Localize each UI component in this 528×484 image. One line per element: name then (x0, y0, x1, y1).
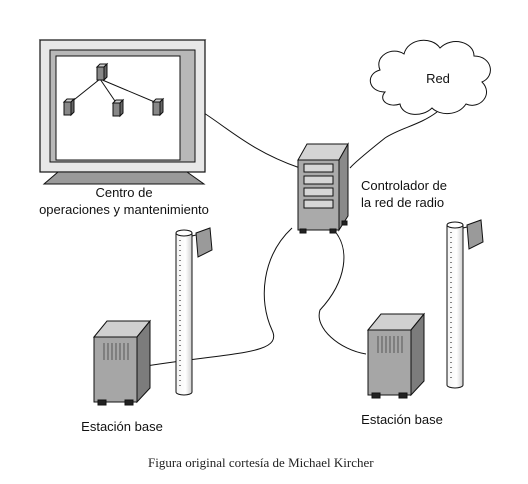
base-station-icon (366, 312, 426, 399)
label-estacion-base-left: Estación base (81, 419, 163, 434)
antenna-tower-icon (175, 227, 213, 396)
cable-controller-right-station (318, 227, 367, 355)
cable-controller-left-station (139, 227, 293, 368)
tree-node-root (95, 62, 109, 82)
server-icon (297, 142, 349, 234)
label-estacion-base-right: Estación base (361, 412, 443, 427)
tree-node-middle (111, 98, 125, 118)
monitor-icon (38, 39, 207, 185)
label-red: Red (426, 71, 450, 86)
label-controlador-line2: la red de radio (361, 195, 445, 210)
label-controlador-line1: Controlador de (361, 178, 447, 193)
figure-caption: Figura original cortesía de Michael Kirc… (148, 455, 374, 470)
cable-cloud-controller (349, 111, 438, 169)
label-centro-line2: operaciones y mantenimiento (39, 202, 209, 217)
label-centro-line1: Centro de (95, 185, 153, 200)
tree-node-right (151, 97, 165, 117)
cable-monitor-controller (195, 107, 301, 169)
screen-tree-icon (62, 62, 165, 118)
tree-node-left (62, 97, 76, 117)
cloud-icon (370, 39, 491, 115)
antenna-tower-icon (446, 219, 484, 389)
connection-lines (139, 107, 438, 368)
base-station-icon (92, 319, 152, 406)
